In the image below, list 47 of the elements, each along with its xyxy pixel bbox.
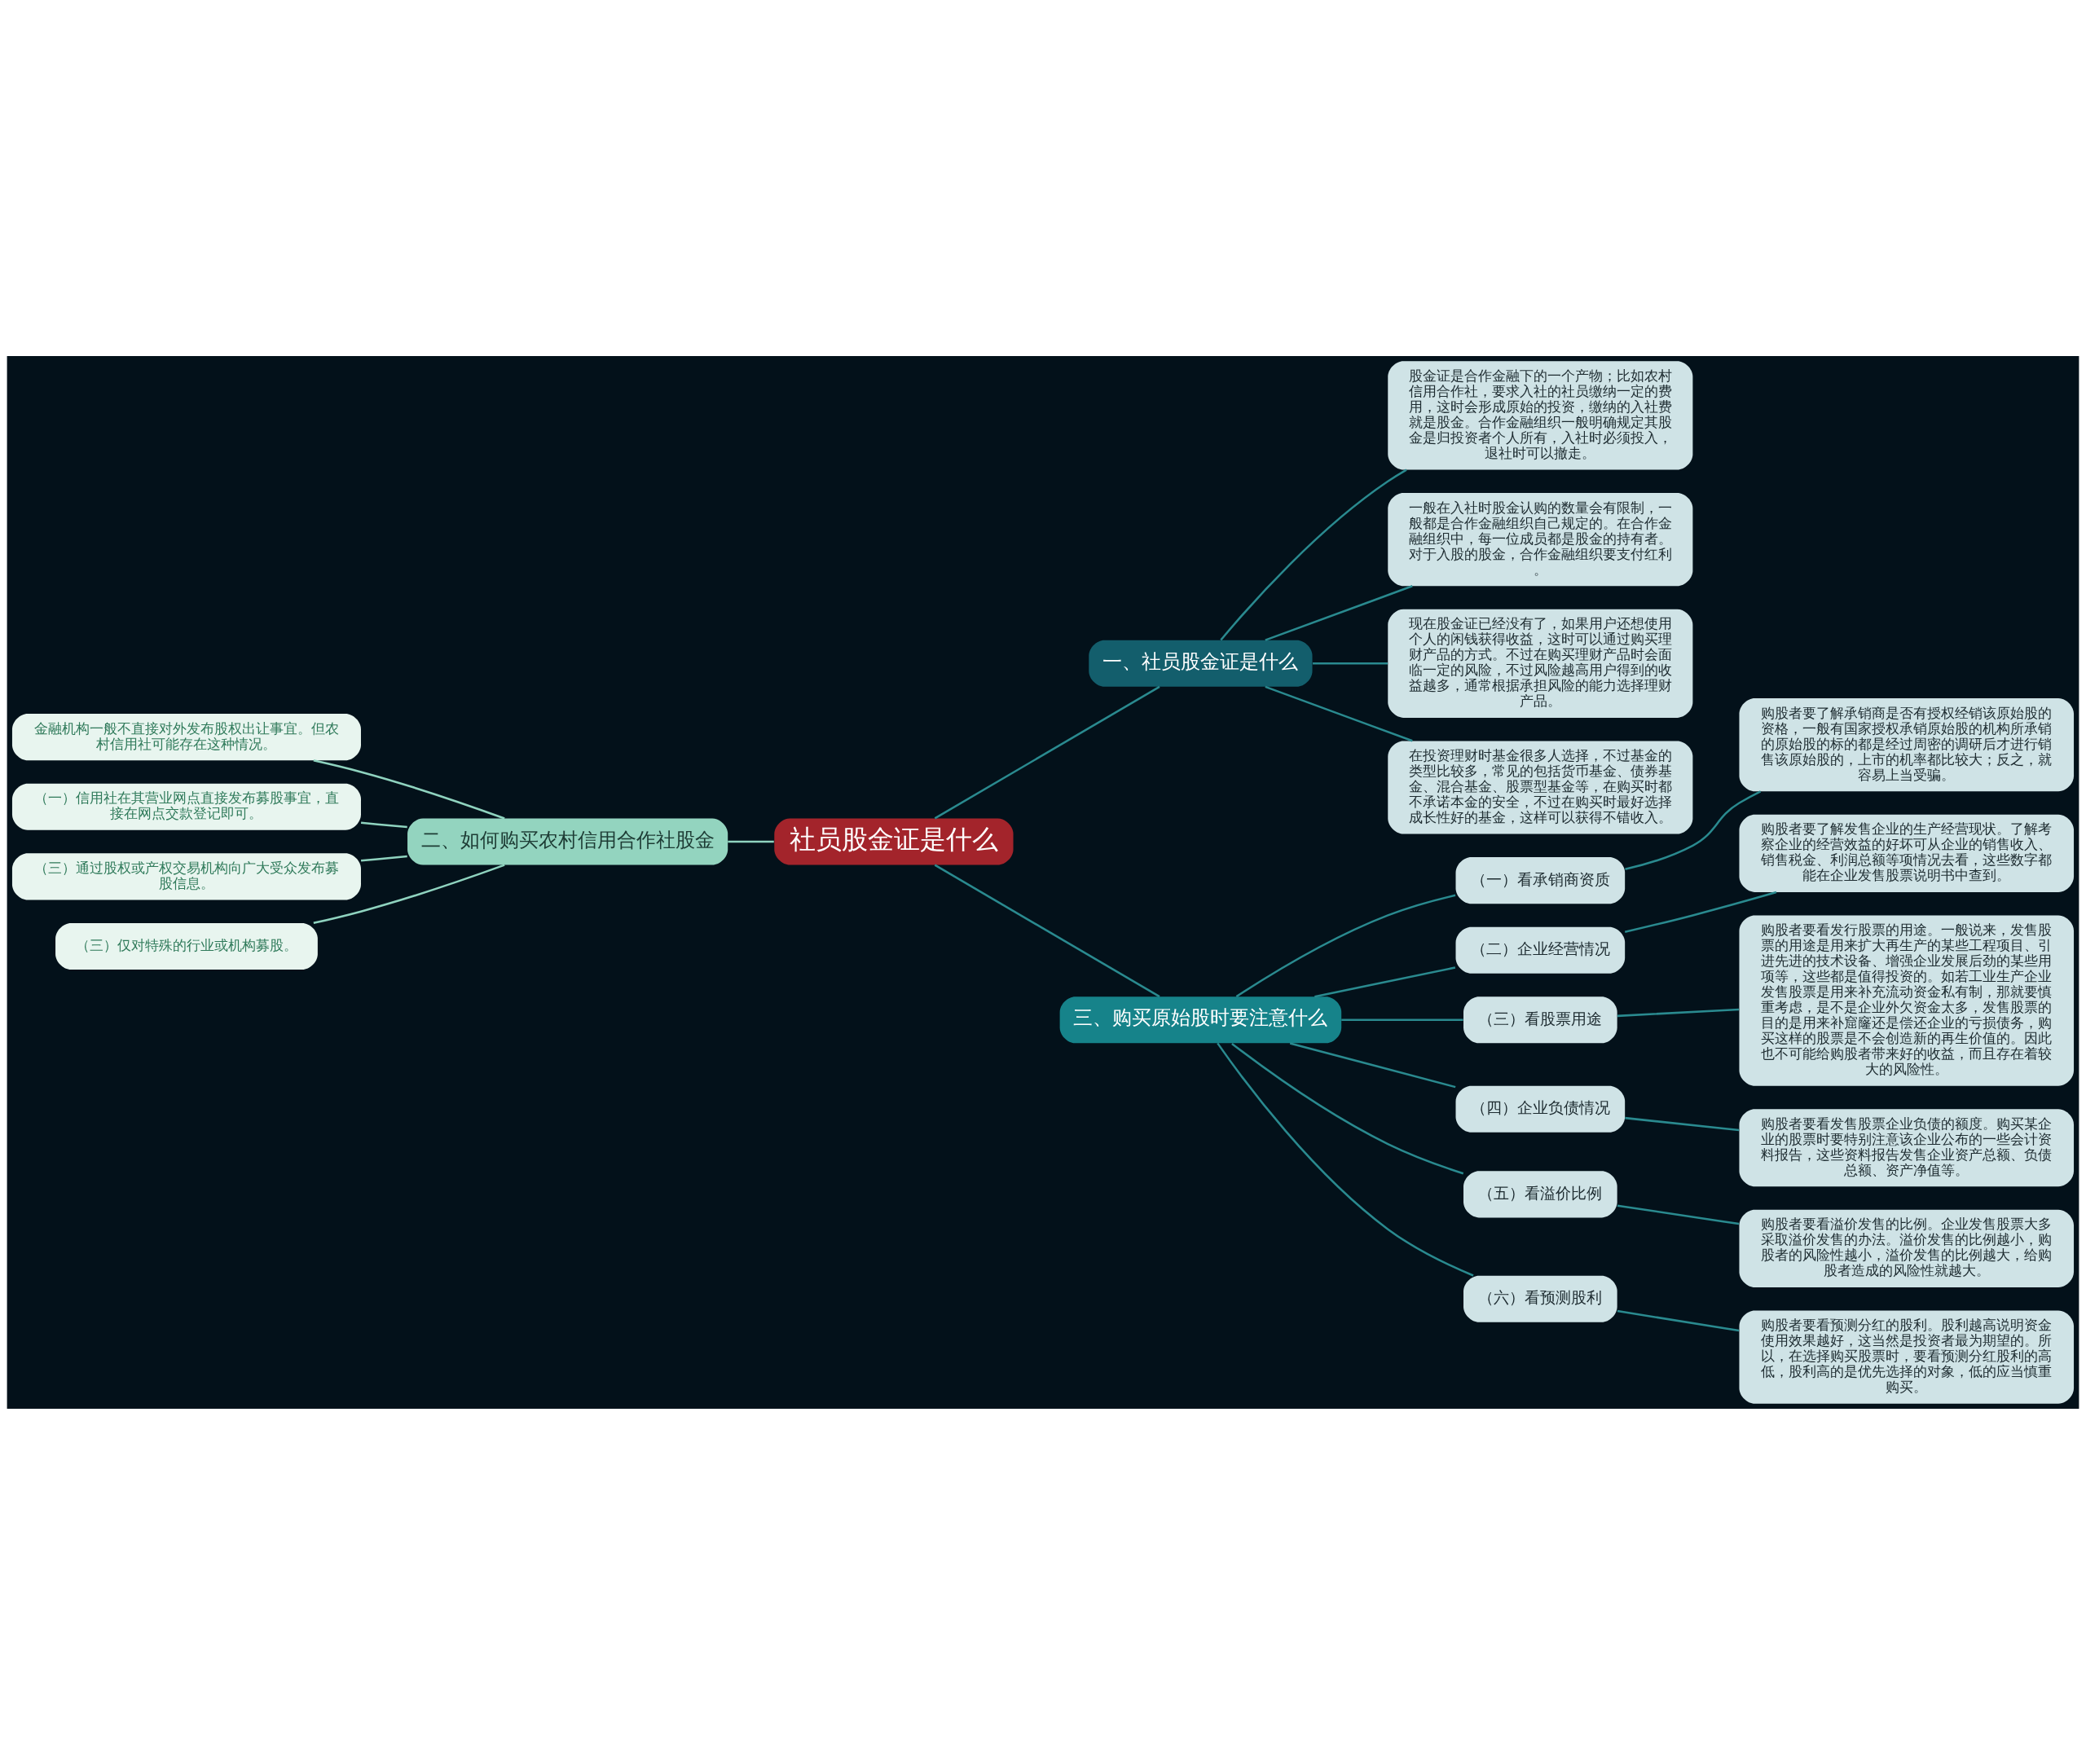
node-box: （三）仅对特殊的行业或机构募股。 <box>55 922 318 970</box>
node-box: （一）看承销商资质 <box>1455 856 1626 904</box>
connector <box>1625 1116 1740 1131</box>
node-box: 二、如何购买农村信用合作社股金 <box>407 818 728 865</box>
node-box: 社员股金证是什么 <box>774 818 1014 865</box>
connector <box>1265 584 1413 641</box>
node-box: 在投资理财时基金很多人选择，不过基金的类型比较多，常见的包括货币基金、债券基金、混合基金、股票型基金等，在购买时都不承诺本金的安全，不过在购买时最好选择成长性好的基金，这样可以获得不错收入。 <box>1388 740 1693 834</box>
node-box: 购股者要了解承销商是否有授权经销该原始股的资格，一般有国家授权承销原始股的机构所承销的原始股的标的都是经过周密的调研后才进行销售该原始股的，上市的机率都比较大；反之，就容易上当受骗。 <box>1739 697 2075 791</box>
node-box: （三）看股票用途 <box>1463 996 1617 1043</box>
node-box: （四）企业负债情况 <box>1455 1085 1626 1133</box>
connector <box>1624 891 1777 933</box>
node-box: （三）通过股权或产权交易机构向广大受众发布募股信息。 <box>11 852 361 900</box>
node-box: 金融机构一般不直接对外发布股权出让事宜。但农村信用社可能存在这种情况。 <box>11 713 361 760</box>
node-box: 现在股金证已经没有了，如果用户还想使用个人的闲钱获得收益，这时可以通过购买理财产品的方式。不过在购买理财产品时会面临一定的风险，不过风险越高用户得到的收益越多，通常根据承担风险的能力选择理财产品。 <box>1388 609 1693 718</box>
connector <box>1617 1008 1740 1017</box>
connector <box>1313 662 1388 665</box>
node-box: （六）看预测股利 <box>1463 1275 1617 1322</box>
node-box: （五）看溢价比例 <box>1463 1170 1617 1217</box>
connector <box>360 821 407 828</box>
connector <box>313 864 505 924</box>
node-box: （二）企业经营情况 <box>1455 926 1626 974</box>
connector <box>934 864 1160 997</box>
node-box: （一）信用社在其营业网点直接发布募股事宜，直接在网点交款登记即可。 <box>11 783 361 830</box>
connector <box>1231 1042 1464 1174</box>
node-box: 购股者要看溢价发售的比例。企业发售股票大多采取溢价发售的办法。溢价发售的比例越小，购股者的风险性越小，溢价发售的比例越大，给购股者造成的风险性就越大。 <box>1739 1209 2075 1287</box>
connector <box>1217 1042 1474 1277</box>
node-box: 一般在入社时股金认购的数量会有限制，一般都是合作金融组织自己规定的。在合作金融组织中，每一位成员都是股金的持有者。对于入股的股金，合作金融组织要支付红利。 <box>1388 492 1693 586</box>
connector <box>1265 685 1413 741</box>
node-box: 一、社员股金证是什么 <box>1089 640 1313 687</box>
connector <box>1617 1309 1740 1331</box>
connector <box>1235 894 1456 997</box>
node-box: 三、购买原始股时要注意什么 <box>1059 996 1342 1043</box>
connector <box>1341 1018 1463 1021</box>
connector <box>1625 790 1762 870</box>
connector <box>934 685 1160 820</box>
connector <box>313 759 505 820</box>
node-box: 购股者要看预测分红的股利。股利越高说明资金使用效果越好，这当然是投资者最为期望的。所以，在选择购买股票时，要看预测分红股利的高低，股利高的是优先选择的对象，低的应当慎重购买。 <box>1739 1310 2075 1404</box>
connector <box>728 840 774 842</box>
node-box: 购股者要看发行股票的用途。一般说来，发售股票的用途是用来扩大再生产的某些工程项目、引进先进的技术设备、增强企业发展后劲的某些用项等，这些都是值得投资的。如若工业生产企业发售股票是用来补充流动资金私有制，那就要慎重考虑，是不是企业外欠资金太多，发售股票的目的是用来补窟窿还是偿还企业的亏损债务，购买这样的股票是不会创造新的再生价值的。因此也不可能给购股者带来好的收益，而且存在着较大的风险性。 <box>1739 914 2075 1086</box>
connector <box>1220 468 1407 640</box>
connector <box>360 855 407 862</box>
connector <box>1617 1203 1740 1225</box>
connector <box>1289 1041 1456 1088</box>
node-box: 购股者要了解发售企业的生产经营现状。了解考察企业的经营效益的好坏可从企业的销售收入、销售税金、利润总额等项情况去看，这些数字都能在企业发售股票说明书中查到。 <box>1739 814 2075 892</box>
node-box: 股金证是合作金融下的一个产物；比如农村信用合作社，要求入社的社员缴纳一定的费用，这时会形成原始的投资，缴纳的入社费就是股金。合作金融组织一般明确规定其股金是归投资者个人所有，入社时必须投入，退社时可以撤走。 <box>1388 360 1693 469</box>
connector <box>1314 966 1456 997</box>
node-box: 购股者要看发售股票企业负债的额度。购买某企业的股票时要特别注意该企业公布的一些会计资料报告，这些资料报告发售企业资产总额、负债总额、资产净值等。 <box>1739 1108 2075 1186</box>
